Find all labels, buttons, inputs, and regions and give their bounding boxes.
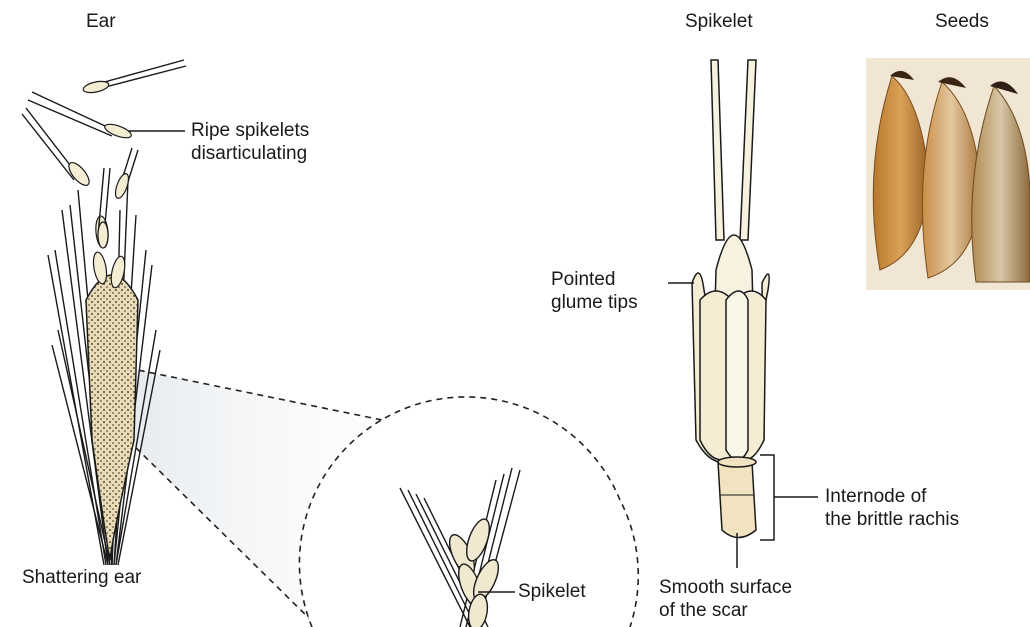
heading-seeds: Seeds bbox=[935, 10, 989, 33]
label-internode-line2: the brittle rachis bbox=[825, 508, 959, 531]
label-smooth-surface: Smooth surface of the scar bbox=[659, 576, 792, 622]
label-internode: Internode of the brittle rachis bbox=[825, 485, 959, 531]
label-ripe-spikelets-line2: disarticulating bbox=[191, 142, 309, 165]
label-smooth-line2: of the scar bbox=[659, 599, 792, 622]
label-shattering-ear: Shattering ear bbox=[22, 566, 141, 589]
label-glume-line2: glume tips bbox=[551, 291, 638, 314]
label-internode-line1: Internode of bbox=[825, 485, 959, 508]
label-ripe-spikelets: Ripe spikelets disarticulating bbox=[191, 119, 309, 165]
seeds-photo bbox=[866, 58, 1030, 290]
heading-spikelet: Spikelet bbox=[685, 10, 753, 33]
label-smooth-line1: Smooth surface bbox=[659, 576, 792, 599]
label-glume-line1: Pointed bbox=[551, 268, 638, 291]
label-ripe-spikelets-line1: Ripe spikelets bbox=[191, 119, 309, 142]
label-pointed-glume-tips: Pointed glume tips bbox=[551, 268, 638, 314]
spikelet-illustration bbox=[692, 60, 769, 538]
label-spikelet-detail: Spikelet bbox=[518, 580, 586, 603]
shattering-ear bbox=[22, 60, 186, 565]
heading-ear: Ear bbox=[86, 10, 116, 33]
